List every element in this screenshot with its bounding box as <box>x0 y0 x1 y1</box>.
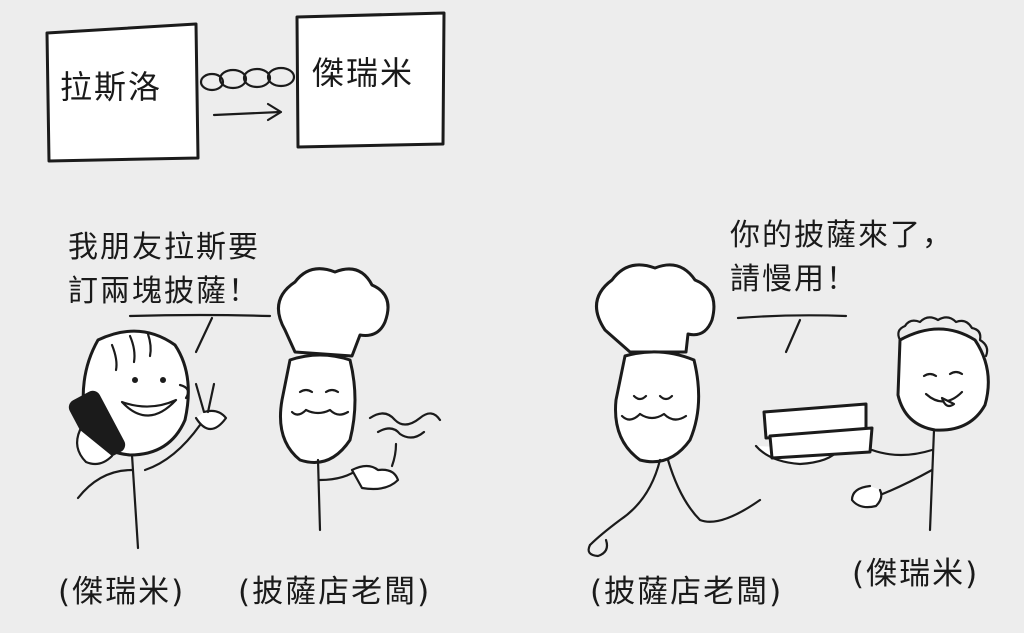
chain-link-icon <box>199 66 296 92</box>
pizza-chef-right <box>587 263 874 558</box>
speech-underline-left <box>128 313 272 354</box>
left-box <box>45 22 200 163</box>
speech-right-line-1: 你的披薩來了， <box>730 218 954 253</box>
speech-right-line-2: 請慢用！ <box>730 262 858 297</box>
arrow-right-icon <box>212 102 283 122</box>
speech-left-line-2: 訂兩塊披薩！ <box>68 274 260 309</box>
left-box-label: 拉斯洛 <box>60 68 163 106</box>
customer-right <box>850 316 990 532</box>
speech-text-left: 我朋友拉斯要 訂兩塊披薩！ <box>68 226 328 314</box>
right-box <box>295 11 446 149</box>
pizza-chef-left <box>276 267 442 532</box>
speech-left-line-1: 我朋友拉斯要 <box>68 230 260 265</box>
speech-text-right: 你的披薩來了， 請慢用！ <box>730 214 1010 302</box>
caption-owner-right: (披薩店老闆) <box>590 574 784 610</box>
speech-underline-right <box>736 314 848 354</box>
right-box-label: 傑瑞米 <box>312 54 415 92</box>
caption-customer-left: (傑瑞米) <box>58 574 186 610</box>
caption-customer-right: (傑瑞米) <box>852 556 980 592</box>
caption-owner-left: (披薩店老闆) <box>238 574 432 610</box>
customer-on-phone <box>68 329 228 550</box>
